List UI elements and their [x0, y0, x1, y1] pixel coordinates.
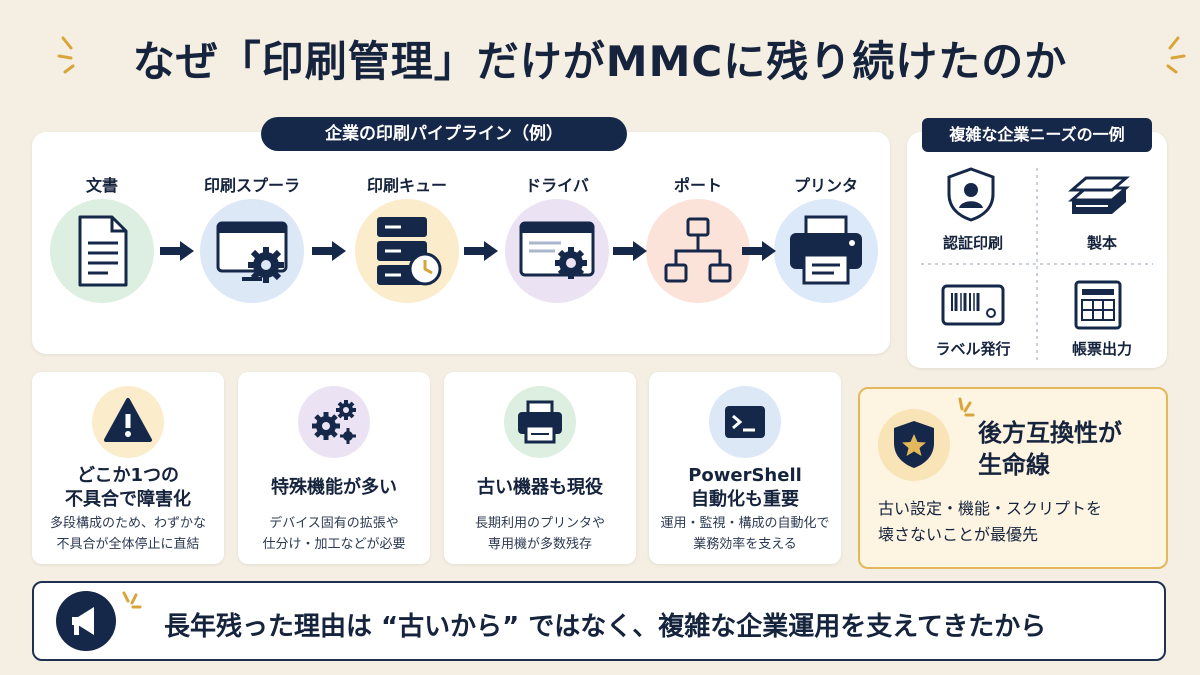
server-queue-clock-icon [377, 217, 442, 286]
form-document-icon [1074, 280, 1122, 330]
sparkle-icon [122, 591, 142, 609]
warning-icon [104, 398, 152, 442]
megaphone-icon-bg [56, 591, 116, 651]
shield-star-icon [894, 421, 934, 468]
printer-step [774, 199, 878, 303]
printer-icon [518, 400, 562, 444]
reason-card-legacy-devices: 古い機器も現役 長期利用のプリンタや 専用機が多数残存 [444, 372, 636, 564]
reason-desc: 長期利用のプリンタや [474, 516, 605, 531]
sparkle-right-icon [1166, 36, 1186, 74]
driver-window-gear-icon [519, 221, 595, 279]
reason-title: PowerShell [688, 465, 802, 486]
need-label-label-issue: ラベル発行 [935, 340, 1011, 358]
shield-user-icon [947, 167, 995, 222]
reason-title: 不具合で障害化 [65, 489, 191, 510]
document-step [50, 199, 154, 303]
reason-card-special-features: 特殊機能が多い デバイス固有の拡張や 仕分け・加工などが必要 [238, 372, 430, 564]
reason-desc: デバイス固有の拡張や [269, 516, 399, 531]
driver-step [505, 199, 609, 303]
reason-card-single-fault: どこか1つの 不具合で障害化 多段構成のため、わずかな 不具合が全体停止に直結 [32, 372, 224, 564]
printer-icon-bg [504, 386, 576, 458]
needs-panel [907, 132, 1167, 368]
step-label-port: ポート [673, 176, 722, 195]
queue-step [355, 199, 459, 303]
reason-desc: 専用機が多数残存 [487, 537, 592, 552]
shield-star-icon-bg [878, 409, 950, 481]
conclusion-banner: 長年残った理由は “古いから” ではなく、複雑な企業運用を支えてきたから [32, 581, 1166, 661]
need-label-auth-print: 認証印刷 [942, 234, 1003, 252]
step-label-document: 文書 [85, 176, 118, 195]
conclusion-text: 長年残った理由は “古いから” ではなく、複雑な企業運用を支えてきたから [164, 612, 1047, 642]
compat-title: 後方互換性が [978, 419, 1122, 447]
book-stack-icon [1068, 176, 1130, 214]
needs-heading: 複雑な企業ニーズの一例 [922, 118, 1152, 152]
arrow-right-icon [742, 241, 776, 261]
megaphone-icon [72, 607, 94, 635]
step-label-driver: ドライバ [525, 176, 589, 195]
warning-icon-bg [92, 386, 164, 458]
arrow-right-icon [464, 241, 498, 261]
step-label-queue: 印刷キュー [366, 176, 447, 195]
spooler-gear-icon [216, 221, 288, 283]
reason-card-powershell: PowerShell 自動化も重要 運用・監視・構成の自動化で 業務効率を支える [649, 372, 841, 564]
page-title: なぜ「印刷管理」だけがMMCに残り続けたのか [132, 37, 1068, 86]
step-label-printer: プリンタ [793, 176, 858, 195]
pipeline-heading: 企業の印刷パイプライン（例） [261, 117, 627, 151]
reason-desc: 仕分け・加工などが必要 [262, 537, 406, 552]
reason-desc: 運用・監視・構成の自動化で [660, 516, 830, 531]
reason-desc: 多段構成のため、わずかな [49, 516, 206, 531]
need-label-binding: 製本 [1086, 234, 1117, 252]
arrow-right-icon [613, 241, 647, 261]
step-label-spooler: 印刷スプーラ [203, 176, 300, 195]
compat-title: 生命線 [978, 451, 1050, 479]
sparkle-icon [958, 397, 975, 417]
reason-desc: 業務効率を支える [693, 537, 797, 552]
printer-icon [790, 215, 862, 285]
spooler-step [200, 199, 304, 303]
terminal-icon [725, 406, 765, 438]
sparkle-left-icon [57, 36, 75, 74]
barcode-label-icon [941, 284, 1005, 326]
reason-title: 特殊機能が多い [271, 477, 397, 498]
gears-icon [312, 400, 356, 444]
terminal-icon-bg [709, 386, 781, 458]
compat-desc: 古い設定・機能・スクリプトを [878, 499, 1103, 518]
reason-title: どこか1つの [77, 465, 179, 486]
port-step [646, 199, 750, 303]
need-label-form-output: 帳票出力 [1071, 340, 1132, 358]
reason-desc: 不具合が全体停止に直結 [56, 537, 200, 552]
reason-title: 古い機器も現役 [477, 477, 603, 498]
gears-icon-bg [298, 386, 370, 458]
compat-desc: 壊さないことが最優先 [878, 525, 1039, 544]
arrow-right-icon [312, 241, 346, 261]
document-icon [78, 215, 128, 287]
arrow-right-icon [160, 241, 194, 261]
reason-title: 自動化も重要 [691, 489, 799, 510]
network-port-icon [664, 217, 732, 283]
backward-compat-card: 後方互換性が 生命線 古い設定・機能・スクリプトを 壊さないことが最優先 [858, 387, 1168, 569]
